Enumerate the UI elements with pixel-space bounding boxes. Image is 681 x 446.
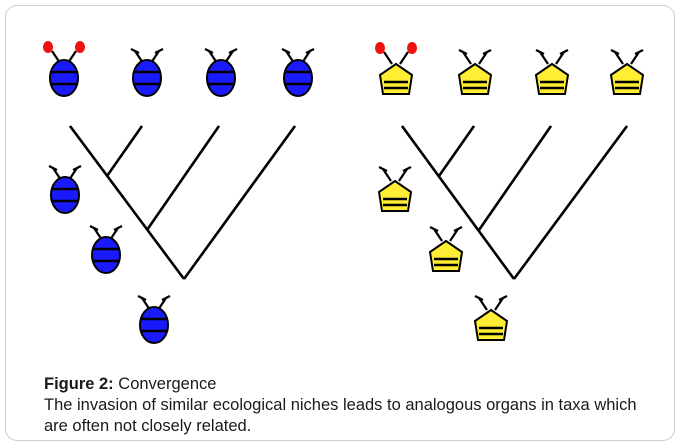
yellow-pentagon-creature-icon xyxy=(379,167,411,211)
tree-branch xyxy=(514,126,627,279)
yellow-pentagon-creature-icon xyxy=(459,50,491,94)
blue-beetle-icon xyxy=(282,49,314,96)
figure-frame: Figure 2: Convergence The invasion of si… xyxy=(5,5,675,441)
tree-branch xyxy=(479,126,551,230)
caption-heading: Figure 2: Convergence xyxy=(44,374,664,395)
caption-text: The invasion of similar ecological niche… xyxy=(44,395,664,437)
caption-title: Convergence xyxy=(114,375,217,393)
blue-beetle-icon xyxy=(90,226,122,273)
yellow-pentagon-creature-red-antennae-icon xyxy=(375,42,417,94)
blue-beetle-icon xyxy=(131,49,163,96)
convergence-diagram xyxy=(6,6,674,366)
blue-beetle-red-antennae-icon xyxy=(43,41,85,96)
caption-label: Figure 2: xyxy=(44,375,114,393)
tree-branch xyxy=(147,126,219,230)
tree-branch xyxy=(184,126,295,279)
blue-beetle-icon xyxy=(138,296,170,343)
yellow-pentagon-creature-icon xyxy=(430,227,462,271)
tree-branch xyxy=(439,126,474,176)
blue-beetle-icon xyxy=(205,49,237,96)
yellow-creatures xyxy=(375,42,643,340)
blue-creatures xyxy=(43,41,314,343)
yellow-pentagon-creature-icon xyxy=(611,50,643,94)
blue-beetle-icon xyxy=(49,166,81,213)
yellow-pentagon-creature-icon xyxy=(536,50,568,94)
figure-caption: Figure 2: Convergence The invasion of si… xyxy=(44,374,664,437)
tree-branch xyxy=(107,126,142,176)
yellow-pentagon-creature-icon xyxy=(475,296,507,340)
